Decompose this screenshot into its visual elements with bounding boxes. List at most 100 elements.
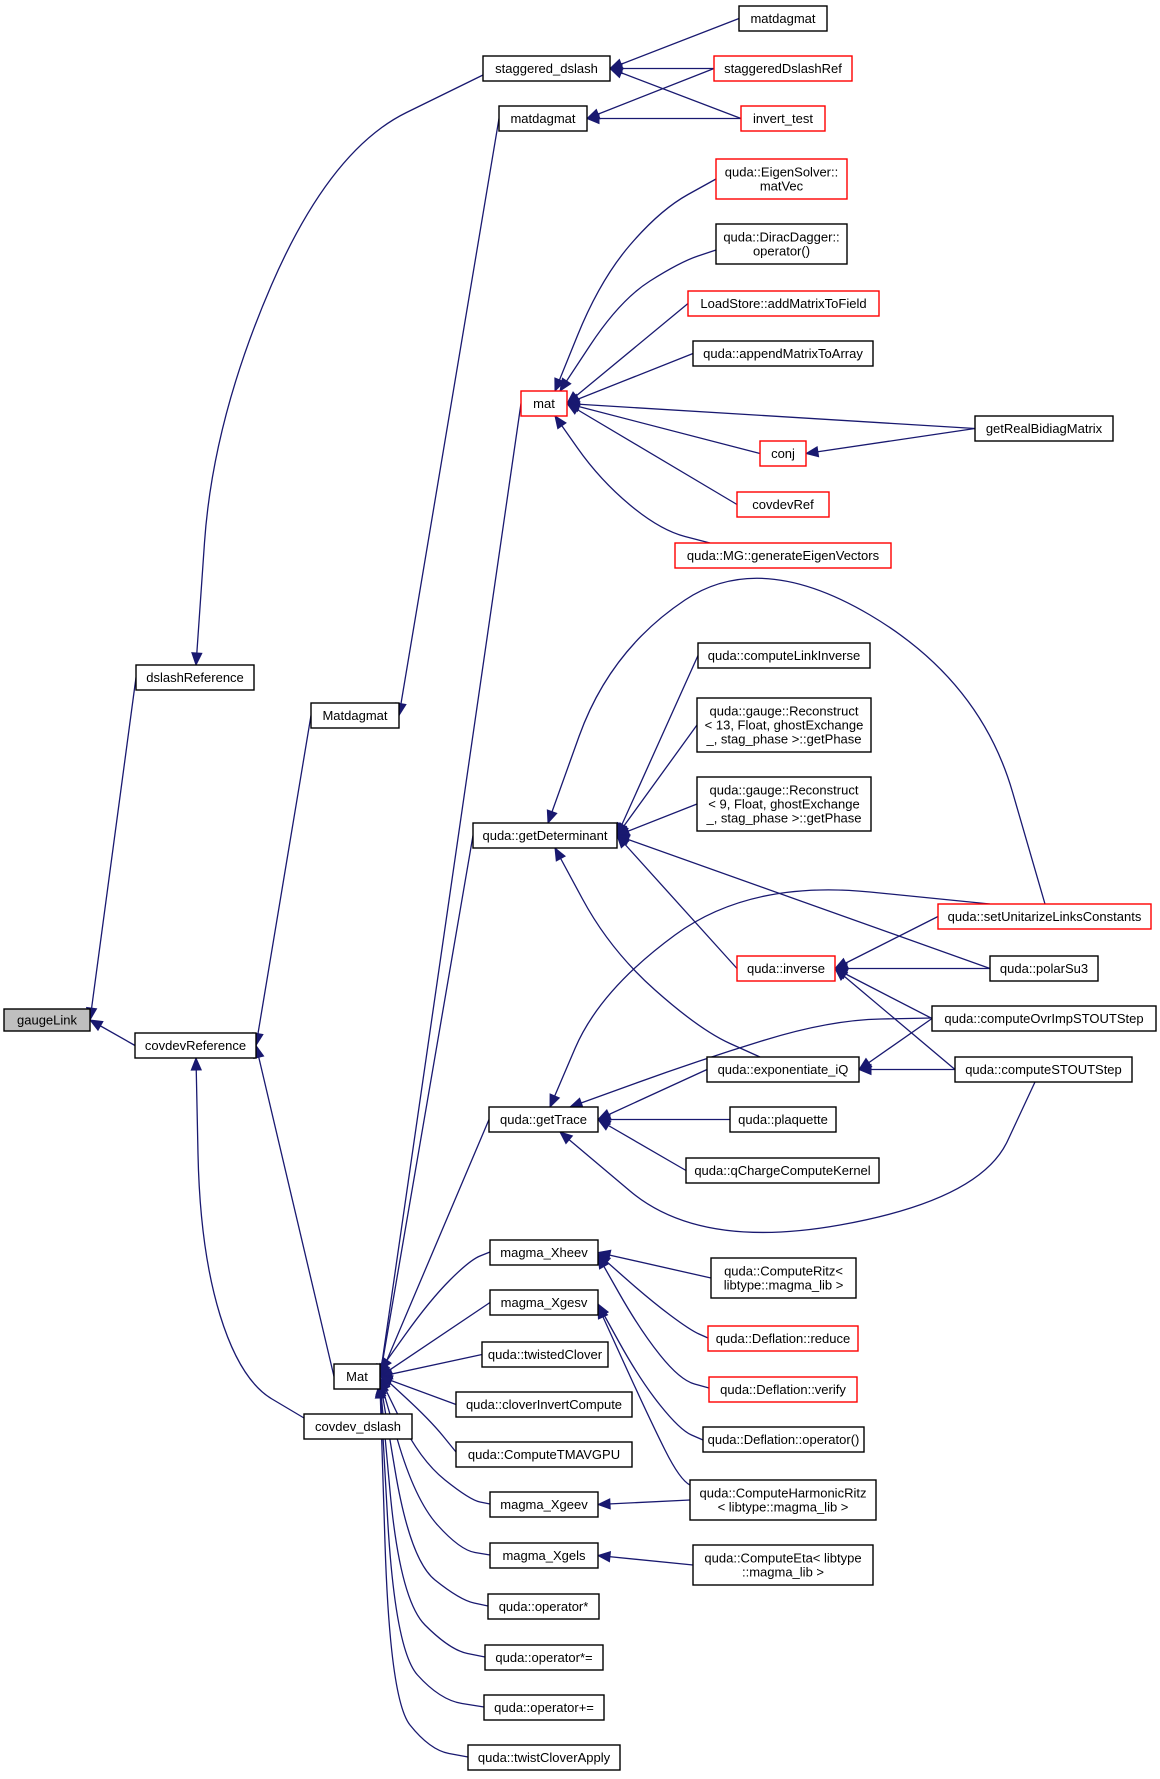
node-box[interactable] (710, 1257, 857, 1299)
graph-node-getRealBidiagMatrix[interactable]: getRealBidiagMatrix (974, 415, 1114, 442)
node-box[interactable] (135, 664, 255, 691)
graph-node-exponentiate_iQ[interactable]: quda::exponentiate_iQ (706, 1056, 860, 1083)
graph-node-magma_Xgels[interactable]: magma_Xgels (489, 1542, 599, 1569)
graph-node-inverse[interactable]: quda::inverse (736, 955, 836, 982)
node-box[interactable] (467, 1744, 621, 1771)
node-box[interactable] (759, 440, 807, 467)
node-box[interactable] (489, 1542, 599, 1569)
graph-node-qChargeComputeKernel[interactable]: quda::qChargeComputeKernel (685, 1157, 880, 1184)
graph-node-dslashReference[interactable]: dslashReference (135, 664, 255, 691)
node-box[interactable] (498, 105, 588, 132)
graph-node-magma_Xheev[interactable]: magma_Xheev (489, 1239, 599, 1266)
node-box[interactable] (707, 1325, 859, 1352)
graph-node-computeEta[interactable]: quda::ComputeEta< libtype::magma_lib > (692, 1544, 874, 1586)
node-box[interactable] (310, 702, 400, 729)
node-box[interactable] (989, 955, 1099, 982)
graph-node-computeSTOUTStep[interactable]: quda::computeSTOUTStep (954, 1056, 1133, 1083)
graph-node-setUnitarizeLinksConstants[interactable]: quda::setUnitarizeLinksConstants (937, 903, 1152, 930)
node-box[interactable] (692, 340, 874, 367)
node-box[interactable] (489, 1289, 599, 1316)
graph-node-deflation_operator[interactable]: quda::Deflation::operator() (702, 1426, 865, 1453)
node-box[interactable] (455, 1441, 633, 1468)
node-box[interactable] (931, 1005, 1157, 1032)
graph-node-plaquette[interactable]: quda::plaquette (729, 1106, 837, 1133)
node-box[interactable] (713, 55, 853, 82)
node-box[interactable] (736, 491, 830, 518)
graph-node-covdevReference[interactable]: covdevReference (134, 1032, 257, 1059)
node-box[interactable] (520, 390, 568, 417)
graph-node-reconstruct13[interactable]: quda::gauge::Reconstruct< 13, Float, gho… (696, 697, 872, 753)
node-box[interactable] (696, 776, 872, 832)
node-box[interactable] (692, 1544, 874, 1586)
graph-node-conj[interactable]: conj (759, 440, 807, 467)
graph-node-computeHarmonicRitz[interactable]: quda::ComputeHarmonicRitz< libtype::magm… (689, 1479, 877, 1521)
node-box[interactable] (3, 1008, 91, 1032)
graph-node-computeTMAVGPU[interactable]: quda::ComputeTMAVGPU (455, 1441, 633, 1468)
node-box[interactable] (472, 822, 618, 849)
node-box[interactable] (303, 1413, 413, 1440)
node-box[interactable] (487, 1593, 600, 1620)
graph-node-getDeterminant[interactable]: quda::getDeterminant (472, 822, 618, 849)
graph-node-cloverInvertCompute[interactable]: quda::cloverInvertCompute (455, 1391, 633, 1418)
graph-node-operator_muleq[interactable]: quda::operator*= (484, 1644, 604, 1671)
graph-node-operator_pluseq[interactable]: quda::operator+= (483, 1694, 605, 1721)
graph-node-polarSu3[interactable]: quda::polarSu3 (989, 955, 1099, 982)
node-box[interactable] (974, 415, 1114, 442)
graph-node-covdevRef[interactable]: covdevRef (736, 491, 830, 518)
node-box[interactable] (702, 1426, 865, 1453)
graph-node-Matdagmat[interactable]: Matdagmat (310, 702, 400, 729)
node-box[interactable] (736, 955, 836, 982)
node-box[interactable] (740, 105, 826, 132)
graph-node-covdev_dslash[interactable]: covdev_dslash (303, 1413, 413, 1440)
node-box[interactable] (483, 1694, 605, 1721)
node-box[interactable] (696, 697, 872, 753)
graph-node-deflation_reduce[interactable]: quda::Deflation::reduce (707, 1325, 859, 1352)
node-box[interactable] (489, 1239, 599, 1266)
graph-node-twistedClover[interactable]: quda::twistedClover (481, 1341, 609, 1368)
graph-node-magma_Xgeev[interactable]: magma_Xgeev (489, 1491, 599, 1518)
graph-node-invert_test[interactable]: invert_test (740, 105, 826, 132)
node-box[interactable] (489, 1491, 599, 1518)
graph-node-matdagmat_mid[interactable]: matdagmat (498, 105, 588, 132)
node-box[interactable] (488, 1106, 599, 1133)
graph-node-magma_Xgesv[interactable]: magma_Xgesv (489, 1289, 599, 1316)
graph-node-getTrace[interactable]: quda::getTrace (488, 1106, 599, 1133)
graph-node-addMatrixToField[interactable]: LoadStore::addMatrixToField (687, 290, 880, 317)
node-box[interactable] (333, 1363, 381, 1390)
graph-node-twistCloverApply[interactable]: quda::twistCloverApply (467, 1744, 621, 1771)
graph-node-computeRitz[interactable]: quda::ComputeRitz<libtype::magma_lib > (710, 1257, 857, 1299)
node-box[interactable] (708, 1376, 858, 1403)
node-box[interactable] (729, 1106, 837, 1133)
node-box[interactable] (484, 1644, 604, 1671)
node-box[interactable] (685, 1157, 880, 1184)
node-box[interactable] (937, 903, 1152, 930)
graph-node-diracdagger_op[interactable]: quda::DiracDagger::operator() (715, 223, 848, 265)
node-box[interactable] (954, 1056, 1133, 1083)
graph-node-generateEigenVectors[interactable]: quda::MG::generateEigenVectors (674, 542, 892, 569)
node-box[interactable] (697, 642, 871, 669)
graph-node-reconstruct9[interactable]: quda::gauge::Reconstruct< 9, Float, ghos… (696, 776, 872, 832)
node-box[interactable] (674, 542, 892, 569)
node-box[interactable] (689, 1479, 877, 1521)
node-box[interactable] (687, 290, 880, 317)
graph-node-matdagmat_top[interactable]: matdagmat (738, 5, 828, 32)
graph-node-operator_mul[interactable]: quda::operator* (487, 1593, 600, 1620)
node-box[interactable] (715, 223, 848, 265)
node-box[interactable] (134, 1032, 257, 1059)
graph-node-eigensolver_matvec[interactable]: quda::EigenSolver::matVec (715, 158, 848, 200)
node-box[interactable] (455, 1391, 633, 1418)
graph-node-computeOvrImpSTOUTStep[interactable]: quda::computeOvrImpSTOUTStep (931, 1005, 1157, 1032)
node-box[interactable] (481, 1341, 609, 1368)
graph-node-gaugeLink[interactable]: gaugeLink (3, 1008, 91, 1032)
node-box[interactable] (482, 55, 611, 82)
graph-node-computeLinkInverse[interactable]: quda::computeLinkInverse (697, 642, 871, 669)
graph-node-mat[interactable]: mat (520, 390, 568, 417)
node-box[interactable] (706, 1056, 860, 1083)
graph-node-staggeredDslashRef[interactable]: staggeredDslashRef (713, 55, 853, 82)
graph-node-appendMatrixToArray[interactable]: quda::appendMatrixToArray (692, 340, 874, 367)
node-box[interactable] (715, 158, 848, 200)
graph-node-deflation_verify[interactable]: quda::Deflation::verify (708, 1376, 858, 1403)
graph-node-staggered_dslash[interactable]: staggered_dslash (482, 55, 611, 82)
graph-node-Mat[interactable]: Mat (333, 1363, 381, 1390)
node-box[interactable] (738, 5, 828, 32)
